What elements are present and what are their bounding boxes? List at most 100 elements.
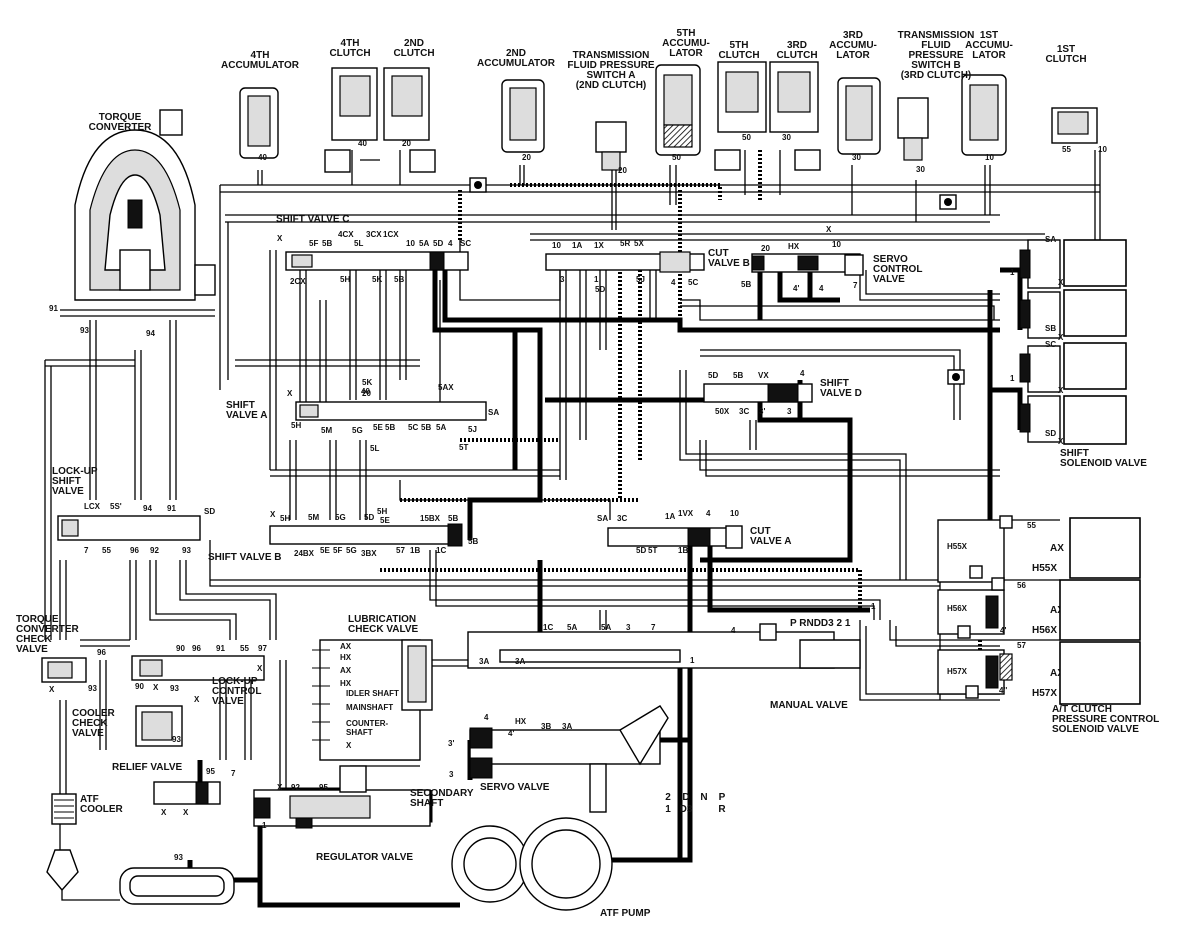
port-label: 90 (135, 682, 144, 691)
port-label: 55 (240, 644, 249, 653)
port-label: 5B (741, 280, 751, 289)
port-label: SA (488, 408, 499, 417)
port-label: 3 (560, 275, 565, 284)
label-shift-valve-b: SHIFT VALVE B (208, 552, 282, 563)
atf-filter (46, 849, 120, 901)
pressure-solenoid-port: AX (1050, 668, 1064, 679)
port-label: 95 (319, 783, 328, 792)
port-label: 30 (916, 165, 925, 174)
port-label: SC (1045, 340, 1056, 349)
port-label: 7 (231, 769, 236, 778)
port-label: 3CX (366, 230, 382, 239)
port-label: 50 (672, 153, 681, 162)
port-label: 5M (308, 513, 319, 522)
lockup-shift-valve (57, 515, 201, 541)
pressure-control-solenoids (937, 515, 1013, 699)
port-label: 5A (567, 623, 577, 632)
port-label: 1 (690, 656, 695, 665)
port-label: X (153, 683, 159, 692)
port-label: 3 (449, 770, 454, 779)
port-label: 96 (130, 546, 139, 555)
port-label: 55 (1062, 145, 1071, 154)
pressure-solenoid-port: H56X (1032, 625, 1057, 636)
port-label: 24BX (294, 549, 315, 558)
port-label: 1CX (383, 230, 399, 239)
port-label: 40 (358, 139, 367, 148)
port-label: 4 (819, 284, 824, 293)
port-label: 93 (182, 546, 191, 555)
shift-valve-b (269, 523, 463, 547)
pressure-solenoid-port: H57X (1032, 688, 1057, 699)
label-atf-pump: ATF PUMP (600, 908, 651, 919)
port-label: SD (204, 507, 215, 516)
clutch-3rd (769, 61, 821, 171)
port-label: 3' (759, 407, 765, 416)
port-label: 91 (216, 644, 225, 653)
pressure-solenoid-port: AX (1050, 605, 1064, 616)
port-label: 50X (715, 407, 730, 416)
port-label: X (1058, 386, 1064, 395)
port-label: 7 (84, 546, 89, 555)
port-label: 94 (146, 329, 155, 338)
clutch-4th (324, 67, 380, 173)
port-label: 5B (394, 275, 404, 284)
port-label: 57 (1017, 641, 1026, 650)
port-label: 4 (448, 239, 453, 248)
port-label: 7 (853, 281, 858, 290)
port-label: 1VX (678, 509, 694, 518)
port-label: 5E (380, 516, 390, 525)
port-label: X (1058, 333, 1064, 342)
label-shift-valve-c: SHIFT VALVE C (276, 214, 350, 225)
port-label: 3C (739, 407, 749, 416)
accumulator-2nd (501, 79, 545, 153)
port-label: 5D (636, 546, 646, 555)
shift-solenoid-valves (1019, 239, 1061, 443)
port-label: 5A (436, 423, 446, 432)
port-label: 1X (594, 241, 604, 250)
port-label: 5B (733, 371, 743, 380)
lube-point-label: MAINSHAFT (346, 703, 393, 712)
port-label: 5B (385, 423, 395, 432)
port-label: 5F (309, 239, 318, 248)
port-label: 3 (626, 623, 631, 632)
port-label: 20 (761, 244, 770, 253)
port-label: 5H (377, 507, 387, 516)
port-label: 57 (396, 546, 405, 555)
port-label: 5B (322, 239, 332, 248)
torque-converter-check-valve (41, 657, 87, 683)
port-label: 55 (1027, 521, 1036, 530)
port-label: 4CX (338, 230, 354, 239)
port-label: 5AX (438, 383, 454, 392)
port-label: X (161, 808, 167, 817)
port-label: 96 (192, 644, 201, 653)
manual-positions: P RNDD3 2 1 (790, 618, 851, 629)
port-label: 5H (340, 275, 350, 284)
port-label: 3' (448, 739, 454, 748)
pressure-switch-b (897, 97, 929, 161)
port-label: 3C (617, 514, 627, 523)
port-label: 5H (280, 514, 290, 523)
port-label: 5D (364, 513, 374, 522)
manual-position-lower: 2 (665, 792, 671, 803)
port-label: 5M (321, 426, 332, 435)
port-label: 5A (419, 239, 429, 248)
port-label: 5A (601, 623, 611, 632)
port-label: 4'' (999, 686, 1007, 695)
port-label: 5B (421, 423, 431, 432)
port-label: 50 (742, 133, 751, 142)
port-label: 4' (508, 729, 514, 738)
port-label: 96 (97, 648, 106, 657)
port-label: 4' (793, 284, 799, 293)
port-label: HX (788, 242, 800, 251)
